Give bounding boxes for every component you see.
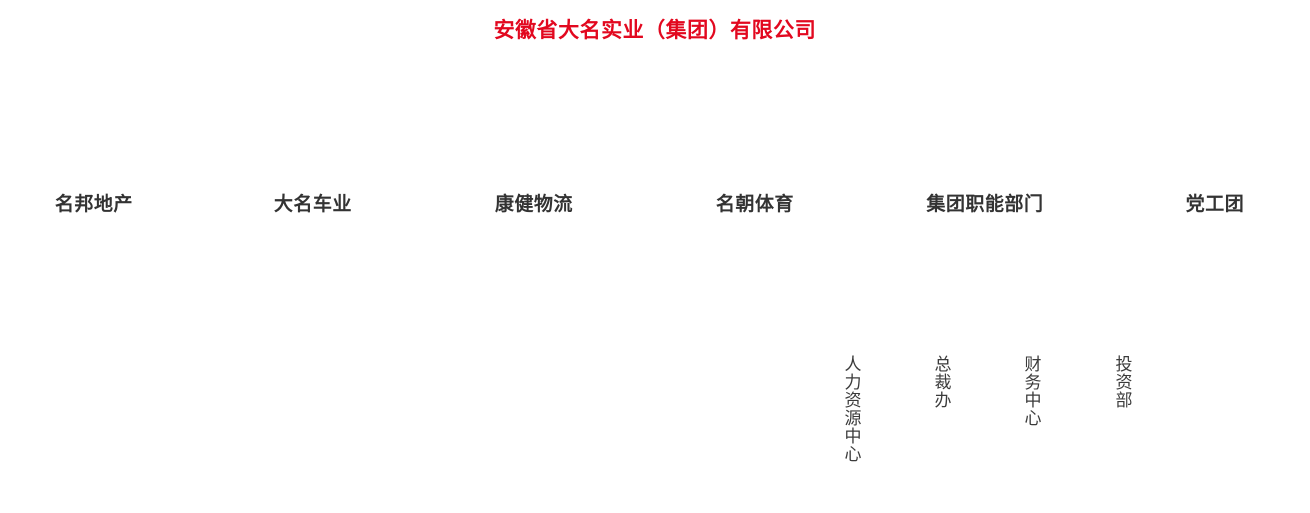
department-presidents-office[interactable]: 总裁办 — [931, 355, 951, 409]
page-title: 安徽省大名实业（集团）有限公司 — [493, 19, 817, 42]
division-heading-mingbang-real-estate[interactable]: 名邦地产 — [54, 194, 134, 215]
division-heading-daming-auto[interactable]: 大名车业 — [273, 194, 353, 215]
division-heading-party-union-youth[interactable]: 党工团 — [1185, 194, 1245, 215]
division-heading-row: 名邦地产 大名车业 康健物流 名朝体育 集团职能部门 党工团 — [0, 190, 1310, 220]
department-investment[interactable]: 投资部 — [1112, 355, 1132, 409]
division-heading-kangjian-logistics[interactable]: 康健物流 — [494, 194, 574, 215]
department-human-resources-center[interactable]: 人力资源中心 — [841, 355, 861, 463]
division-heading-mingchao-sports[interactable]: 名朝体育 — [715, 194, 795, 215]
department-finance-center[interactable]: 财务中心 — [1021, 355, 1041, 427]
division-heading-group-functional-departments[interactable]: 集团职能部门 — [926, 194, 1044, 215]
